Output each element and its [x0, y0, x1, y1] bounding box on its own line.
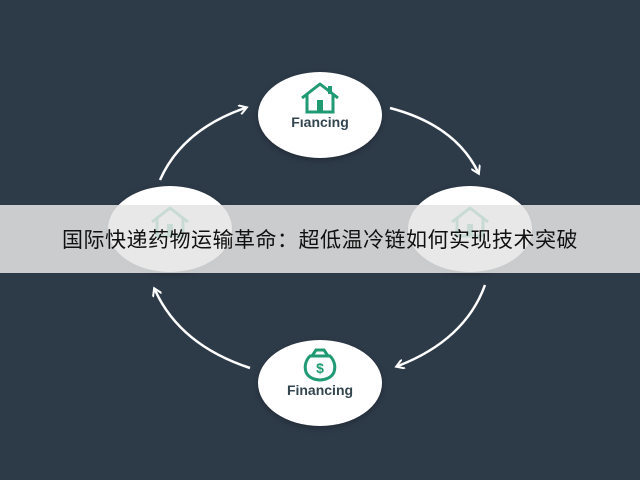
arrow-right-to-bottom — [398, 284, 487, 366]
banner-title: 国际快递药物运输革命：超低温冷链如何实现技术突破 — [62, 228, 578, 252]
svg-text:$: $ — [316, 360, 324, 376]
node-label-bottom: Financing — [286, 382, 354, 398]
arrow-left-to-top — [158, 108, 245, 181]
money-bag-icon: $ — [303, 348, 337, 382]
house-icon — [301, 82, 339, 114]
title-banner: 国际快递药物运输革命：超低温冷链如何实现技术突破 — [0, 205, 640, 273]
arrow-bottom-to-left — [155, 290, 251, 370]
node-financing-bottom: $ Financing — [258, 340, 382, 426]
node-financing-top: Fıancing — [258, 72, 382, 158]
node-label-top: Fıancing — [291, 114, 349, 130]
arrow-top-to-right — [389, 106, 478, 172]
